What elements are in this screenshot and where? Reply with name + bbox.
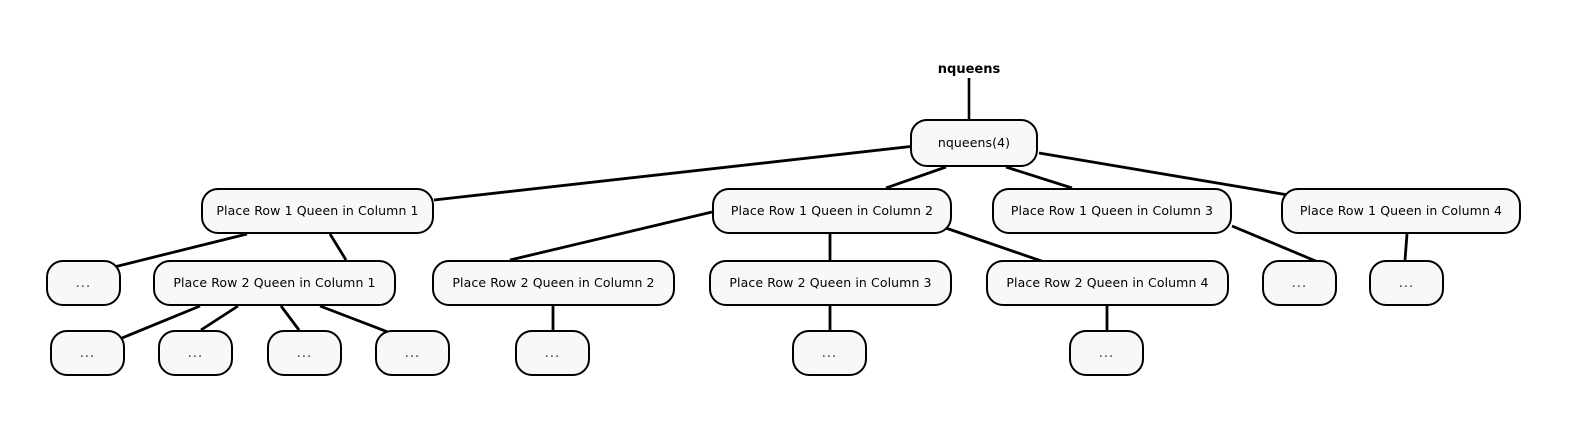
tree-node-r1c4[interactable]: Place Row 1 Queen in Column 4 (1281, 188, 1521, 234)
tree-node-r2c3[interactable]: Place Row 2 Queen in Column 3 (709, 260, 952, 306)
tree-node-label: ... (821, 345, 838, 361)
tree-node-e_a[interactable]: ... (46, 260, 121, 306)
tree-node-label: ... (75, 275, 92, 291)
tree-node-r1c2[interactable]: Place Row 1 Queen in Column 2 (712, 188, 952, 234)
tree-node-label: ... (1398, 275, 1415, 291)
tree-node-label: Place Row 1 Queen in Column 3 (1010, 202, 1214, 218)
graph-title: nqueens (937, 62, 1001, 77)
tree-node-e_f[interactable]: ... (267, 330, 342, 376)
tree-node-e_d[interactable]: ... (50, 330, 125, 376)
tree-node-e_e[interactable]: ... (158, 330, 233, 376)
tree-edge-r1c2-to-r2c2 (509, 210, 713, 262)
tree-node-label: ... (296, 345, 313, 361)
tree-node-label: nqueens(4) (937, 134, 1011, 150)
tree-node-label: Place Row 2 Queen in Column 2 (452, 274, 655, 290)
tree-node-label: ... (1098, 345, 1115, 361)
tree-node-label: ... (1291, 275, 1308, 291)
tree-node-label: Place Row 1 Queen in Column 4 (1299, 202, 1503, 218)
tree-edge-r1c4-to-e_c (1403, 233, 1409, 261)
tree-node-r2c2[interactable]: Place Row 2 Queen in Column 2 (432, 260, 675, 306)
tree-node-e_h[interactable]: ... (515, 330, 590, 376)
tree-node-r2c4[interactable]: Place Row 2 Queen in Column 4 (986, 260, 1229, 306)
tree-node-root[interactable]: nqueens(4) (910, 119, 1038, 167)
tree-node-e_c[interactable]: ... (1369, 260, 1444, 306)
tree-node-label: ... (79, 345, 96, 361)
tree-node-label: ... (404, 345, 421, 361)
tree-edge-r2c1-to-e_f (279, 305, 301, 331)
tree-node-e_g[interactable]: ... (375, 330, 450, 376)
tree-node-r1c3[interactable]: Place Row 1 Queen in Column 3 (992, 188, 1232, 234)
tree-node-r2c1[interactable]: Place Row 2 Queen in Column 1 (153, 260, 396, 306)
tree-node-label: Place Row 2 Queen in Column 3 (729, 274, 932, 290)
tree-edge-r2c1-to-e_g (319, 304, 394, 336)
tree-edge-root-to-r1c3 (1005, 165, 1073, 190)
tree-node-e_i[interactable]: ... (792, 330, 867, 376)
tree-edge-root-to-r1c2 (885, 165, 947, 190)
tree-node-label: ... (544, 345, 561, 361)
tree-node-r1c1[interactable]: Place Row 1 Queen in Column 1 (201, 188, 434, 234)
tree-edge-r1c1-to-r2c1 (328, 233, 348, 261)
tree-node-e_j[interactable]: ... (1069, 330, 1144, 376)
tree-node-label: Place Row 2 Queen in Column 4 (1006, 274, 1209, 290)
tree-node-label: ... (187, 345, 204, 361)
tree-edge-r2c1-to-e_e (200, 304, 239, 332)
tree-node-label: Place Row 2 Queen in Column 1 (173, 274, 376, 290)
tree-node-label: Place Row 1 Queen in Column 1 (216, 202, 419, 218)
tree-node-e_b[interactable]: ... (1262, 260, 1337, 306)
tree-node-label: Place Row 1 Queen in Column 2 (730, 202, 934, 218)
